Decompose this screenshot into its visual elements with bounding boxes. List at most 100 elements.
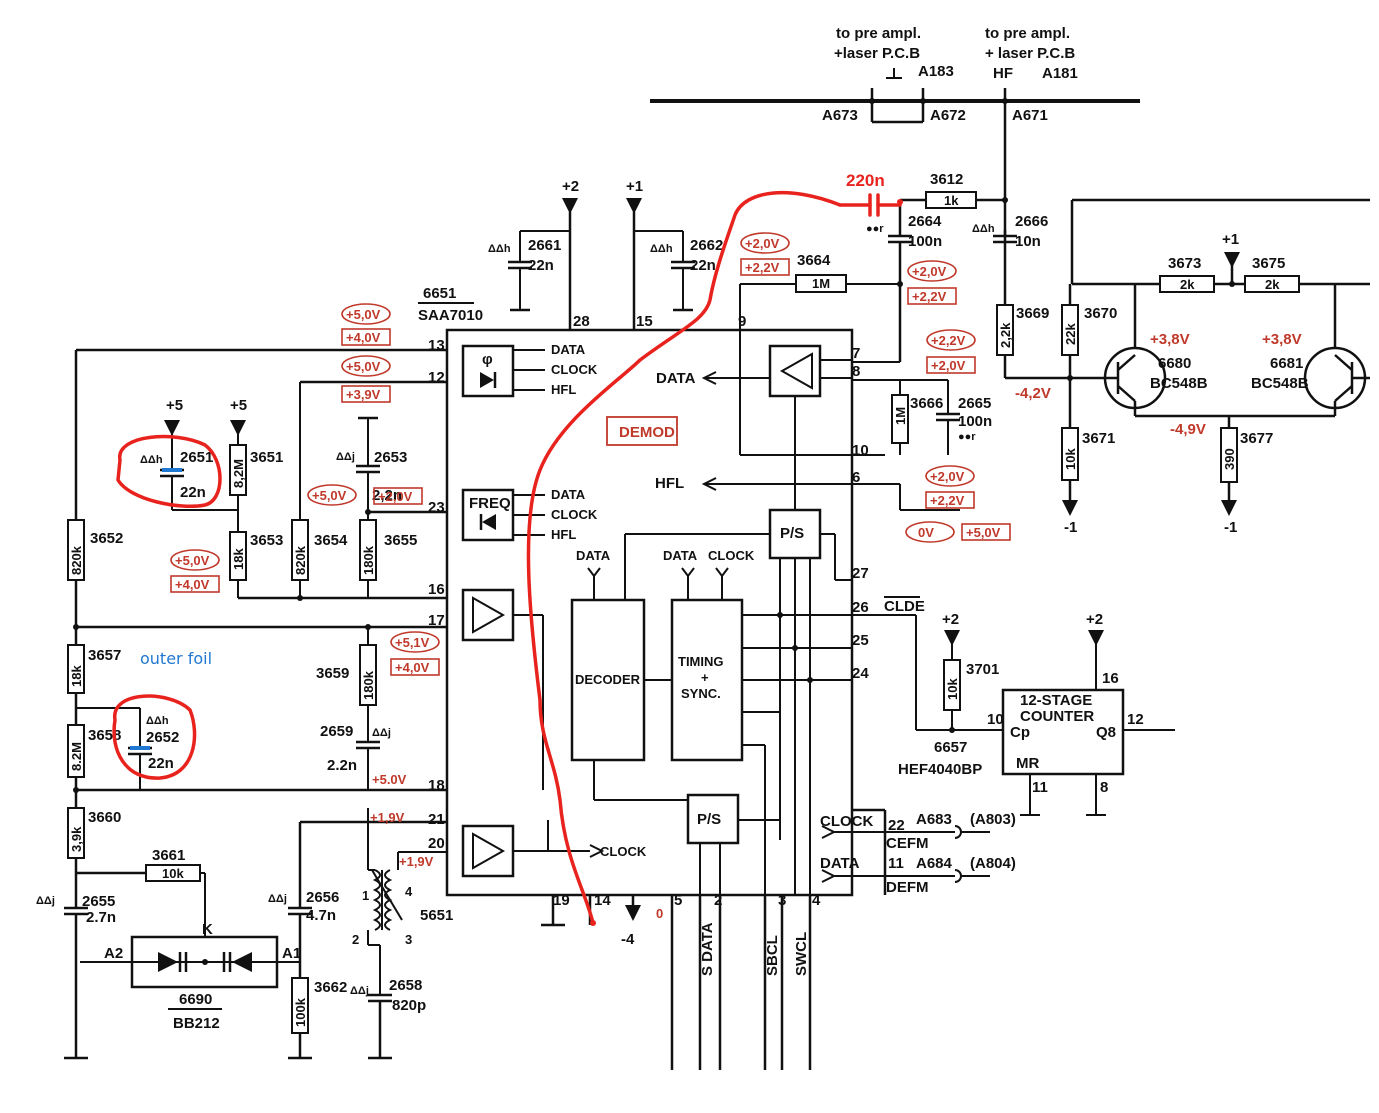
pin-25: 25 — [852, 632, 869, 649]
c2664-label: 2664 — [908, 213, 942, 230]
timing-clock-label: CLOCK — [708, 548, 755, 563]
v-pin10-a: +2,0V — [930, 469, 965, 484]
pin-16: 16 — [428, 581, 445, 598]
data-connector-label: DATA — [820, 855, 860, 872]
pin7-8-network: 1M 3664 1M 3666 2665 100n ●●r — [740, 252, 992, 511]
pin-19: 19 — [553, 892, 570, 909]
c2651-value: 22n — [180, 484, 206, 501]
r3666-label: 3666 — [910, 395, 943, 412]
r3671-value: 10k — [1063, 448, 1078, 470]
counter-mr: MR — [1016, 755, 1039, 772]
rail-minus1-a: -1 — [1064, 519, 1077, 536]
r3675-value: 2k — [1265, 277, 1280, 292]
ps-top-label: P/S — [780, 525, 804, 542]
v-pin8-b: +2,0V — [931, 358, 966, 373]
r3669-value: 2,2k — [998, 322, 1013, 348]
c2666-value: 10n — [1015, 233, 1041, 250]
c2651-mark: ΔΔh — [140, 454, 163, 466]
varicap-coil: 10k 3661 K A2 A1 6690 BB212 2656 4.7n ΔΔ… — [76, 808, 453, 1060]
ic-part: SAA7010 — [418, 307, 483, 324]
c2653-mark: ΔΔj — [336, 451, 355, 463]
r3673-value: 2k — [1180, 277, 1195, 292]
to-preampl-label-2: to pre ampl. — [985, 25, 1070, 42]
r3657-value: 18k — [69, 665, 84, 687]
v-pin-5: 0 — [656, 906, 663, 921]
v-pin13-b: +4,0V — [346, 330, 381, 345]
demod-label: DEMOD — [619, 424, 675, 441]
left-network: 820k 3652 18k 3657 8.2M 3658 3,9k 3660 2… — [36, 348, 447, 1060]
c2656-mark: ΔΔj — [268, 893, 287, 905]
l5651-label: 5651 — [420, 907, 453, 924]
counter-cp: Cp — [1010, 724, 1030, 741]
counter-pin-8: 8 — [1100, 779, 1108, 796]
v-pin9-b: +2,2V — [745, 260, 780, 275]
v-pin7-b: +2,2V — [912, 289, 947, 304]
v-pin18: +5.0V — [372, 772, 407, 787]
r3662-label: 3662 — [314, 979, 347, 996]
v-q6681-c: +3,8V — [1262, 331, 1302, 348]
pin-28: 28 — [573, 313, 590, 330]
c2655-label: 2655 — [82, 893, 115, 910]
outer-foil-annotation: outer foil — [140, 649, 212, 668]
counter-title-2: COUNTER — [1020, 708, 1094, 725]
a672-label: A672 — [930, 107, 966, 124]
clock-out-label: CLOCK — [600, 844, 647, 859]
r3675-label: 3675 — [1252, 255, 1285, 272]
circle-2652 — [112, 694, 197, 780]
timing-label: TIMING — [678, 654, 724, 669]
pin-17: 17 — [428, 612, 445, 629]
a804-label: (A804) — [970, 855, 1016, 872]
r3660-label: 3660 — [88, 809, 121, 826]
r3662-value: 100k — [293, 997, 308, 1027]
c2664-value: 100n — [908, 233, 942, 250]
v-pin6-a: 0V — [918, 525, 934, 540]
v-pin6-b: +5,0V — [966, 525, 1001, 540]
pin-10: 10 — [852, 442, 869, 459]
pin-15: 15 — [636, 313, 653, 330]
r3677-label: 3677 — [1240, 430, 1273, 447]
v-pin17-b: +4,0V — [395, 660, 430, 675]
a671-label: A671 — [1012, 107, 1048, 124]
coil-pin-2: 2 — [352, 932, 359, 947]
c2659-value: 2.2n — [327, 757, 357, 774]
r3664-value: 1M — [812, 276, 830, 291]
c2664-mark: ●●r — [866, 223, 884, 235]
v-emitter: -4,9V — [1170, 421, 1206, 438]
c2661-mark: ΔΔh — [488, 243, 511, 255]
decoder-data-label: DATA — [576, 548, 611, 563]
phi-data: DATA — [551, 342, 586, 357]
v-pin20: +1,9V — [399, 854, 434, 869]
c2659-mark: ΔΔj — [372, 727, 391, 739]
c2661-value: 22n — [528, 257, 554, 274]
q6681-label: 6681 — [1270, 355, 1303, 372]
c2659-label: 2659 — [320, 723, 353, 740]
clock-connector-label: CLOCK — [820, 813, 873, 830]
counter-pin-10: 10 — [987, 711, 1004, 728]
jumper-wire — [526, 190, 842, 925]
decoder-label: DECODER — [575, 672, 641, 687]
bottom-pins: -4 0 S DATA SBCL SWCL — [541, 895, 812, 1070]
c2662-mark: ΔΔh — [650, 243, 673, 255]
laser-connector: to pre ampl. +laser P.C.B to pre ampl. +… — [650, 25, 1140, 124]
v-pin13-a: +5,0V — [346, 307, 381, 322]
diode-k-label: K — [202, 921, 213, 938]
pin-18: 18 — [428, 777, 445, 794]
c2666-mark: ΔΔh — [972, 223, 995, 235]
rail-plus5-b: +5 — [230, 397, 247, 414]
q6680-type: BC548B — [1150, 375, 1208, 392]
counter-ref: 6657 — [934, 739, 967, 756]
phi-hfl: HFL — [551, 382, 576, 397]
c2666-label: 2666 — [1015, 213, 1048, 230]
supply-decoupling: +2 +1 2661 22n ΔΔh 2662 22n ΔΔh — [488, 178, 723, 330]
c2652-mark: ΔΔh — [146, 715, 169, 727]
rail-plus1-b: +1 — [1222, 231, 1239, 248]
defm-label: DEFM — [886, 879, 929, 896]
pin-24: 24 — [852, 665, 869, 682]
r3652-value: 820k — [69, 545, 84, 575]
timing-plus-label: + — [701, 670, 709, 685]
rail-plus2-b: +2 — [942, 611, 959, 628]
pin-21: 21 — [428, 811, 445, 828]
diode-a2-label: A2 — [104, 945, 123, 962]
r3664-label: 3664 — [797, 252, 831, 269]
